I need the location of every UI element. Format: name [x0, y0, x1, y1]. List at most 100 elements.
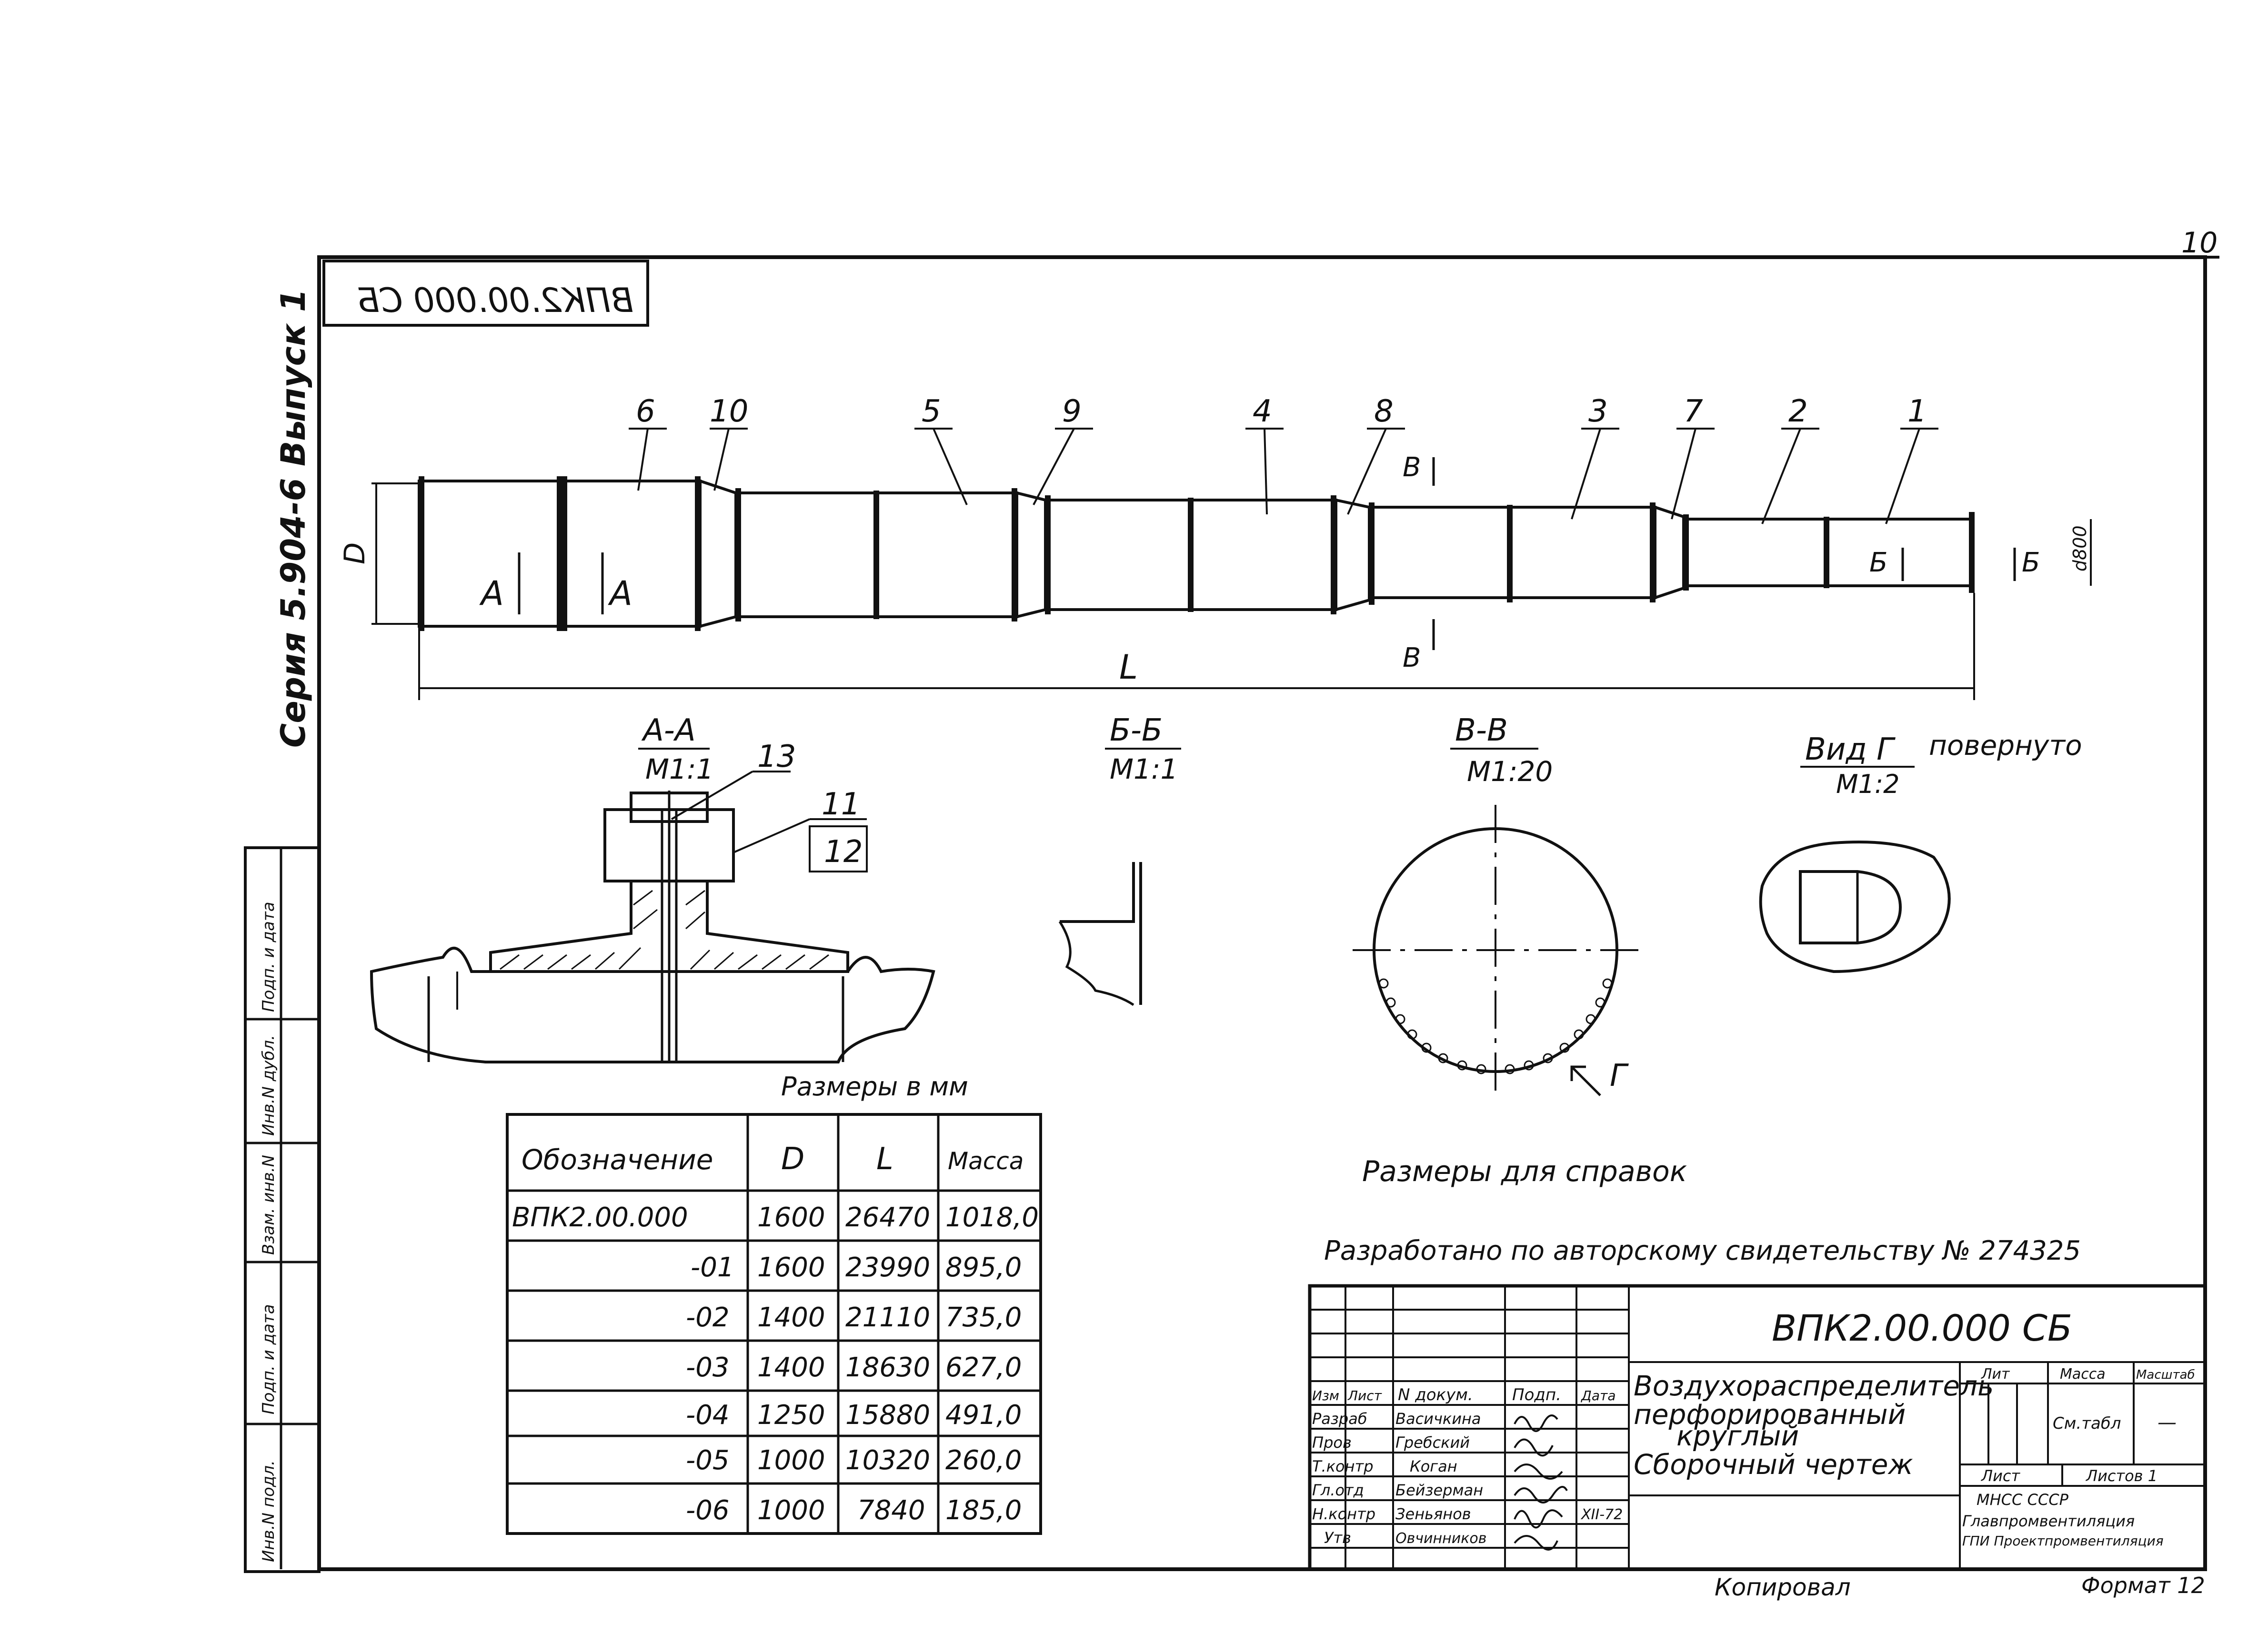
variants-table: Обозначение D L Масса ВПК2.00.000 1600 2…	[506, 1113, 1042, 1535]
side-stamp-label: Подп. и дата	[259, 902, 278, 1012]
table-cell: 1250	[757, 1400, 825, 1431]
table-cell: 10320	[845, 1445, 930, 1476]
table-cell: 1000	[757, 1445, 825, 1476]
table-cell: 185,0	[945, 1495, 1022, 1526]
table-cell: -01	[691, 1252, 734, 1283]
table-row: -01 1600 23990 895,0	[691, 1252, 1022, 1283]
table-cell: -06	[686, 1495, 729, 1526]
head-podp: Подп.	[1512, 1385, 1561, 1404]
side-stamp-label: Подп. и дата	[259, 1304, 278, 1414]
scale-value: —	[2158, 1412, 2177, 1433]
mark-V-bottom: В	[1403, 642, 1421, 673]
table-header: Масса	[948, 1147, 1024, 1175]
org-line-1: МНСС СССР	[1977, 1491, 2069, 1509]
table-cell: 491,0	[945, 1400, 1022, 1431]
stamp-box-mirrored	[322, 260, 649, 327]
section-bb-scale: М1:1	[1110, 753, 1178, 785]
section-aa-scale: М1:1	[645, 753, 713, 785]
author-note: Разработано по авторскому свидетельству …	[1324, 1235, 2081, 1266]
org-line-3: ГПИ Проектпромвентиляция	[1962, 1533, 2164, 1549]
head-list: Лист	[1347, 1388, 1382, 1403]
table-cell: 21110	[845, 1302, 930, 1333]
format-label: Формат 12	[2081, 1573, 2205, 1598]
sheet-label: Лист	[1981, 1467, 2020, 1485]
copied-label: Копировал	[1715, 1574, 1851, 1601]
section-aa-title: А-А	[641, 713, 696, 748]
table-header: L	[876, 1142, 893, 1177]
reference-note: Размеры для справок	[1362, 1155, 1687, 1188]
role: Утв	[1324, 1529, 1351, 1547]
title-code: ВПК2.00.000 СБ	[1772, 1307, 2072, 1349]
head-izm: Изм	[1312, 1388, 1339, 1403]
series-label: Серия 5.904-6 Выпуск 1	[274, 289, 313, 748]
person-name: Бейзерман	[1395, 1481, 1483, 1499]
person-name: Гребский	[1395, 1433, 1470, 1452]
callout-12: 12	[824, 834, 863, 870]
title-name-1: Воздухораспределитель	[1634, 1370, 1994, 1402]
person-name: Зеньянов	[1395, 1505, 1471, 1523]
table-cell: -05	[686, 1445, 729, 1476]
person-name: Васичкина	[1395, 1410, 1481, 1428]
dim-D-label: D	[338, 542, 371, 564]
signatures	[1514, 1414, 1568, 1551]
dim-L-label: L	[1119, 648, 1138, 687]
table-cell: 735,0	[945, 1302, 1022, 1333]
sheets-label: Листов 1	[2086, 1467, 2158, 1485]
table-header: Обозначение	[522, 1143, 713, 1176]
part-number-4: 4	[1253, 394, 1272, 429]
view-g-title: Вид Г	[1805, 732, 1896, 767]
part-number-3: 3	[1588, 394, 1608, 429]
side-stamp: Инв.N подл. Подп. и дата Взам. инв.N Инв…	[245, 848, 319, 1569]
section-vv: В-В М1:20 Г	[1353, 713, 1648, 1096]
section-bb-title: Б-Б	[1110, 713, 1163, 748]
part-number-1: 1	[1907, 394, 1927, 429]
table-cell: 1000	[757, 1495, 825, 1526]
view-g-note: повернуто	[1929, 729, 2082, 762]
role: Гл.отд	[1312, 1481, 1364, 1499]
role: Т.контр	[1312, 1457, 1374, 1475]
table-cell: 15880	[845, 1400, 930, 1431]
table-cell: 1600	[757, 1252, 825, 1283]
main-view: D L d800 A A Б Б В В	[338, 394, 2092, 700]
table-row: ВПК2.00.000 1600 26470 1018,0	[512, 1202, 1039, 1233]
part-number-5: 5	[922, 394, 941, 429]
table-header: D	[781, 1142, 804, 1177]
title-name-3: круглый	[1676, 1420, 1799, 1452]
sign-date: XII-72	[1580, 1506, 1623, 1523]
side-stamp-label: Инв.N подл.	[259, 1460, 278, 1562]
scale-label: Масштаб	[2136, 1368, 2195, 1382]
section-vv-scale: М1:20	[1467, 755, 1553, 788]
table-cell: 1018,0	[945, 1202, 1039, 1233]
stamp-code-mirrored: ВПК2.00.000 СБ	[357, 281, 633, 320]
mark-B-left: Б	[1869, 547, 1887, 578]
table-cell: 627,0	[945, 1352, 1022, 1383]
table-cell: 1600	[757, 1202, 825, 1233]
part-number-6: 6	[636, 394, 655, 429]
mark-V-top: В	[1403, 452, 1421, 483]
role: Пров	[1312, 1433, 1352, 1452]
section-bb: Б-Б М1:1	[1058, 713, 1181, 1006]
role: Разраб	[1312, 1410, 1367, 1428]
role: Н.контр	[1312, 1505, 1375, 1523]
side-stamp-label: Взам. инв.N	[259, 1155, 278, 1255]
callout-12-box	[809, 825, 868, 872]
side-stamp-label: Инв.N дубл.	[259, 1035, 278, 1136]
section-vv-title: В-В	[1455, 713, 1508, 748]
part-number-7: 7	[1684, 394, 1703, 429]
table-cell: 26470	[845, 1202, 930, 1233]
table-cell: 260,0	[945, 1445, 1022, 1476]
view-g-scale: М1:2	[1836, 769, 1900, 799]
section-aa: А-А М1:1 13 11 12	[370, 713, 935, 1063]
table-row: -02 1400 21110 735,0	[686, 1302, 1022, 1333]
person-name: Коган	[1410, 1457, 1457, 1475]
head-data: Дата	[1580, 1388, 1616, 1403]
table-row: -05 1000 10320 260,0	[686, 1445, 1022, 1476]
table-cell: -03	[686, 1352, 729, 1383]
mark-A-left: A	[479, 574, 504, 613]
title-name-2: перфорированный	[1634, 1398, 1906, 1431]
table-cell: 1400	[757, 1302, 825, 1333]
title-block: ВПК2.00.000 СБ Воздухораспределитель пер…	[1308, 1284, 2207, 1571]
table-cell: -04	[686, 1400, 729, 1431]
table-cell: 895,0	[945, 1252, 1022, 1283]
part-number-9: 9	[1062, 394, 1082, 429]
